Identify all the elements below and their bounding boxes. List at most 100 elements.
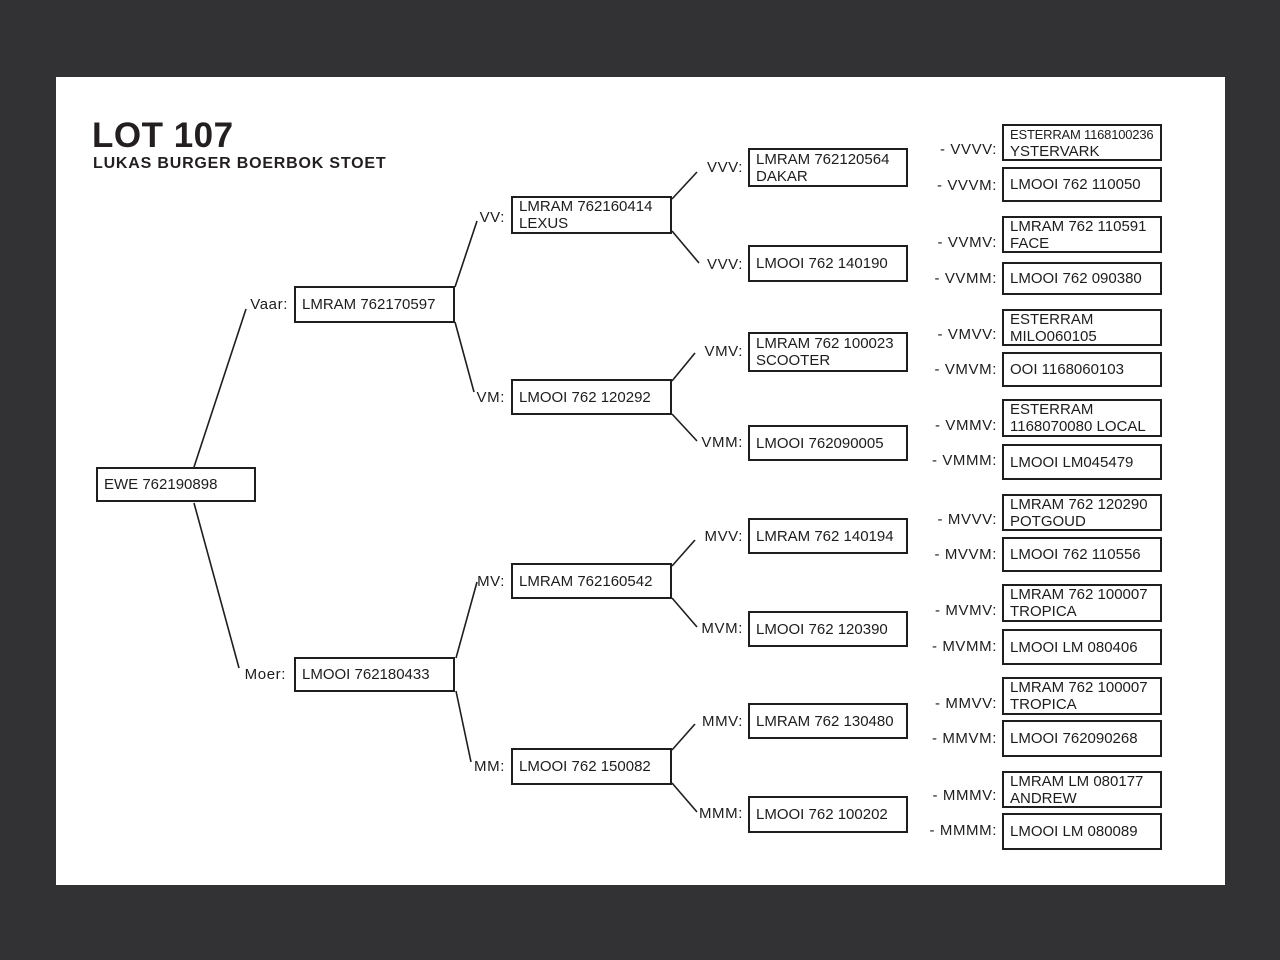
pedigree-box-mmvm: LMOOI 762090268: [1002, 720, 1162, 757]
vaar-id-text: LMRAM 762170597: [302, 296, 436, 313]
vmvv-name-text: MILO060105: [1010, 327, 1097, 345]
vvmm-id-text: LMOOI 762 090380: [1010, 270, 1142, 287]
generation-label-mvmm: - MVMM:: [931, 638, 997, 655]
mvmv-name-text: TROPICA: [1010, 603, 1077, 620]
generation-label-vv: VV:: [479, 209, 505, 226]
pedigree-box-mvvm: LMOOI 762 110556: [1002, 537, 1162, 572]
pedigree-box-moer: LMOOI 762180433: [294, 657, 455, 692]
generation-label-vmmv: - VMMV:: [935, 417, 997, 434]
mmmv-id-text: LMRAM LM 080177: [1010, 772, 1144, 790]
mvm-id-text: LMOOI 762 120390: [756, 620, 888, 638]
pedigree-box-vvmv: LMRAM 762 110591 FACE: [1002, 216, 1162, 253]
generation-label-mmmv: - MMMV:: [932, 787, 997, 804]
mvmm-id-text: LMOOI LM 080406: [1010, 638, 1138, 656]
generation-label-mmvv: - MMVV:: [935, 695, 997, 712]
vmmv-name-text: 1168070080 LOCAL: [1010, 418, 1146, 435]
generation-label-vmm: VMM:: [701, 434, 743, 451]
mvvv-id-text: LMRAM 762 120290: [1010, 495, 1148, 513]
generation-label-mmm: MMM:: [698, 805, 743, 822]
mvvv-name-text: POTGOUD: [1010, 512, 1086, 530]
mmvm-id-text: LMOOI 762090268: [1010, 730, 1138, 747]
pedigree-box-mmm: LMOOI 762 100202: [748, 796, 908, 833]
generation-label-mmv: MMV:: [701, 713, 743, 730]
mvv-id-text: LMRAM 762 140194: [756, 527, 894, 545]
generation-label-mvm: MVM:: [701, 620, 743, 637]
pedigree-box-mvmm: LMOOI LM 080406: [1002, 629, 1162, 665]
vvv1-name-text: DAKAR: [756, 167, 808, 185]
mvvm-id-text: LMOOI 762 110556: [1010, 546, 1141, 563]
generation-label-vmvv: - VMVV:: [937, 326, 997, 343]
moer-id-text: LMOOI 762180433: [302, 666, 430, 683]
generation-label-vmmm: - VMMM:: [931, 452, 997, 469]
generation-label-moer: Moer:: [244, 666, 286, 683]
pedigree-box-vvv1: LMRAM 762120564 DAKAR: [748, 148, 908, 187]
vm-id-text: LMOOI 762 120292: [519, 388, 651, 406]
vmv-name-text: SCOOTER: [756, 352, 831, 369]
pedigree-box-mvm: LMOOI 762 120390: [748, 611, 908, 647]
generation-label-vmvm: - VMVM:: [934, 361, 997, 378]
pedigree-box-subject: EWE 762190898: [96, 467, 256, 502]
vvv1-id-text: LMRAM 762120564: [756, 150, 890, 168]
vv-name-text: LEXUS: [519, 215, 569, 232]
page-title: LOT 107: [92, 116, 234, 155]
pedigree-box-vvvm: LMOOI 762 110050: [1002, 167, 1162, 202]
pedigree-box-mv: LMRAM 762160542: [511, 563, 672, 599]
page-subtitle: LUKAS BURGER BOERBOK STOET: [93, 155, 387, 172]
vmmv-id-text: ESTERRAM: [1010, 401, 1094, 418]
vvmv-name-text: FACE: [1010, 234, 1050, 252]
pedigree-box-vv: LMRAM 762160414 LEXUS: [511, 196, 672, 234]
generation-label-vm: VM:: [476, 389, 505, 406]
vmm-id-text: LMOOI 762090005: [756, 434, 884, 452]
generation-label-vaar: Vaar:: [250, 296, 288, 313]
pedigree-box-mvv: LMRAM 762 140194: [748, 518, 908, 554]
pedigree-box-mmvv: LMRAM 762 100007 TROPICA: [1002, 677, 1162, 715]
pedigree-box-vm: LMOOI 762 120292: [511, 379, 672, 415]
pedigree-box-vmmv: ESTERRAM 1168070080 LOCAL: [1002, 399, 1162, 437]
mm-id-text: LMOOI 762 150082: [519, 758, 651, 775]
pedigree-box-mm: LMOOI 762 150082: [511, 748, 672, 785]
mvmv-id-text: LMRAM 762 100007: [1010, 586, 1148, 603]
vvvv-id-text: ESTERRAM 1168100236: [1010, 126, 1154, 142]
generation-label-vvmv: - VVMV:: [937, 234, 997, 251]
pedigree-box-vmm: LMOOI 762090005: [748, 425, 908, 461]
vmv-id-text: LMRAM 762 100023: [756, 335, 894, 352]
generation-label-mmmm: - MMMM:: [929, 822, 997, 839]
generation-label-vvvm: - VVVM:: [936, 177, 997, 194]
pedigree-box-mvvv: LMRAM 762 120290 POTGOUD: [1002, 494, 1162, 531]
generation-label-vvmm: - VVMM:: [934, 270, 997, 287]
vvmv-id-text: LMRAM 762 110591: [1010, 217, 1147, 235]
pedigree-box-vmvm: OOI 1168060103: [1002, 352, 1162, 387]
vmvm-id-text: OOI 1168060103: [1010, 361, 1124, 378]
mmvv-id-text: LMRAM 762 100007: [1010, 679, 1148, 696]
pedigree-box-vmmm: LMOOI LM045479: [1002, 444, 1162, 480]
pedigree-box-vmv: LMRAM 762 100023 SCOOTER: [748, 332, 908, 372]
vmvv-id-text: ESTERRAM: [1010, 310, 1094, 328]
generation-label-mvvv: - MVVV:: [937, 511, 997, 528]
pedigree-box-mmv: LMRAM 762 130480: [748, 703, 908, 739]
pedigree-box-vvmm: LMOOI 762 090380: [1002, 262, 1162, 295]
mmm-id-text: LMOOI 762 100202: [756, 806, 888, 823]
generation-label-mvv: MVV:: [704, 528, 743, 545]
generation-label-vvv2: VVV:: [706, 256, 743, 273]
vvvv-name-text: YSTERVARK: [1010, 142, 1100, 160]
vvvm-id-text: LMOOI 762 110050: [1010, 176, 1141, 193]
mv-id-text: LMRAM 762160542: [519, 572, 653, 590]
generation-label-mm: MM:: [474, 758, 505, 775]
generation-label-vmv: VMV:: [704, 343, 743, 360]
mmv-id-text: LMRAM 762 130480: [756, 712, 894, 730]
mmmm-id-text: LMOOI LM 080089: [1010, 823, 1138, 840]
generation-label-mmvm: - MMVM:: [931, 730, 997, 747]
vmmm-id-text: LMOOI LM045479: [1010, 453, 1134, 471]
vv-id-text: LMRAM 762160414: [519, 198, 653, 215]
pedigree-box-vvv2: LMOOI 762 140190: [748, 245, 908, 282]
generation-label-mvmv: - MVMV:: [935, 602, 997, 619]
pedigree-box-vmvv: ESTERRAM MILO060105: [1002, 309, 1162, 346]
pedigree-box-mmmm: LMOOI LM 080089: [1002, 813, 1162, 850]
pedigree-box-vaar: LMRAM 762170597: [294, 286, 455, 323]
pedigree-box-vvvv: ESTERRAM 1168100236 YSTERVARK: [1002, 124, 1162, 161]
pedigree-box-mmmv: LMRAM LM 080177 ANDREW: [1002, 771, 1162, 808]
vvv2-id-text: LMOOI 762 140190: [756, 255, 888, 272]
generation-label-mvvm: - MVVM:: [934, 546, 997, 563]
generation-label-mv: MV:: [477, 573, 505, 590]
